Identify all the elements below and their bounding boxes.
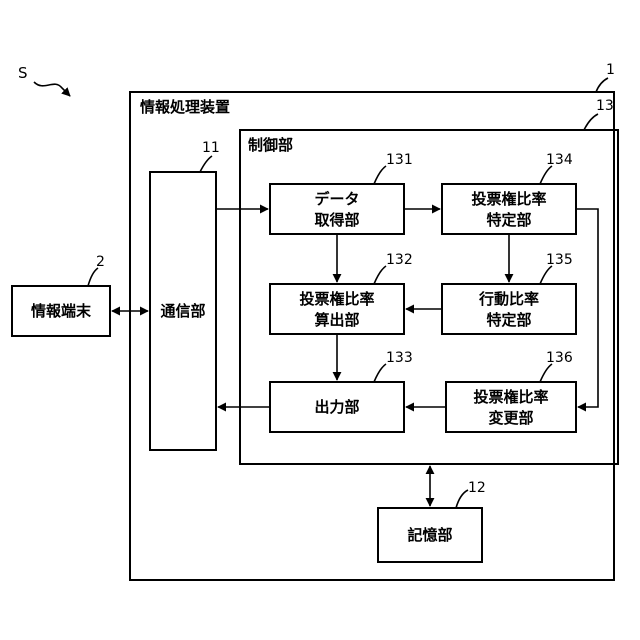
comm-unit-leader-line (200, 156, 212, 172)
output-number: 133 (386, 350, 413, 366)
ratio-specifying-leader-line (540, 166, 552, 184)
storage-number: 12 (468, 480, 486, 496)
data-acquisition-number: 131 (386, 152, 413, 168)
terminal-label: 情報端末 (31, 302, 92, 320)
terminal-leader-line (88, 268, 98, 286)
ratio-calculation-leader-line (374, 266, 386, 284)
data-acquisition-leader-line (374, 166, 386, 184)
ratio-specifying-label-line1: 投票権比率 (471, 190, 546, 208)
comm-unit-label: 通信部 (160, 302, 205, 320)
action-ratio-leader-line (540, 266, 552, 284)
action-ratio-label-line1: 行動比率 (478, 290, 539, 308)
device-leader-line (596, 78, 608, 92)
data-acquisition-label-line2: 取得部 (314, 211, 359, 229)
controller-leader-line (584, 114, 598, 130)
output-label: 出力部 (314, 398, 359, 416)
action-ratio-number: 135 (546, 252, 573, 268)
system-pointer-arrow (34, 82, 70, 96)
device-number: 1 (606, 62, 615, 78)
storage-label: 記憶部 (407, 526, 452, 544)
arrow-ratio-specifying-to-ratio-changing (576, 209, 598, 407)
comm-unit-number: 11 (202, 140, 220, 156)
ratio-specifying-number: 134 (546, 152, 573, 168)
system-label: S (18, 64, 28, 82)
ratio-calculation-label-line1: 投票権比率 (299, 290, 374, 308)
ratio-specifying-label-line2: 特定部 (486, 211, 531, 229)
data-acquisition-label-line1: データ (314, 190, 359, 208)
ratio-changing-number: 136 (546, 350, 573, 366)
output-leader-line (374, 364, 386, 382)
controller-title: 制御部 (248, 136, 293, 154)
terminal-number: 2 (96, 254, 105, 270)
controller-number: 13 (596, 98, 614, 114)
ratio-changing-label-line2: 変更部 (488, 409, 533, 427)
ratio-changing-leader-line (540, 364, 552, 382)
ratio-changing-label-line1: 投票権比率 (473, 388, 548, 406)
action-ratio-label-line2: 特定部 (486, 311, 531, 329)
ratio-calculation-number: 132 (386, 252, 413, 268)
device-title: 情報処理装置 (140, 98, 230, 116)
ratio-calculation-label-line2: 算出部 (314, 311, 359, 329)
storage-leader-line (456, 490, 468, 508)
